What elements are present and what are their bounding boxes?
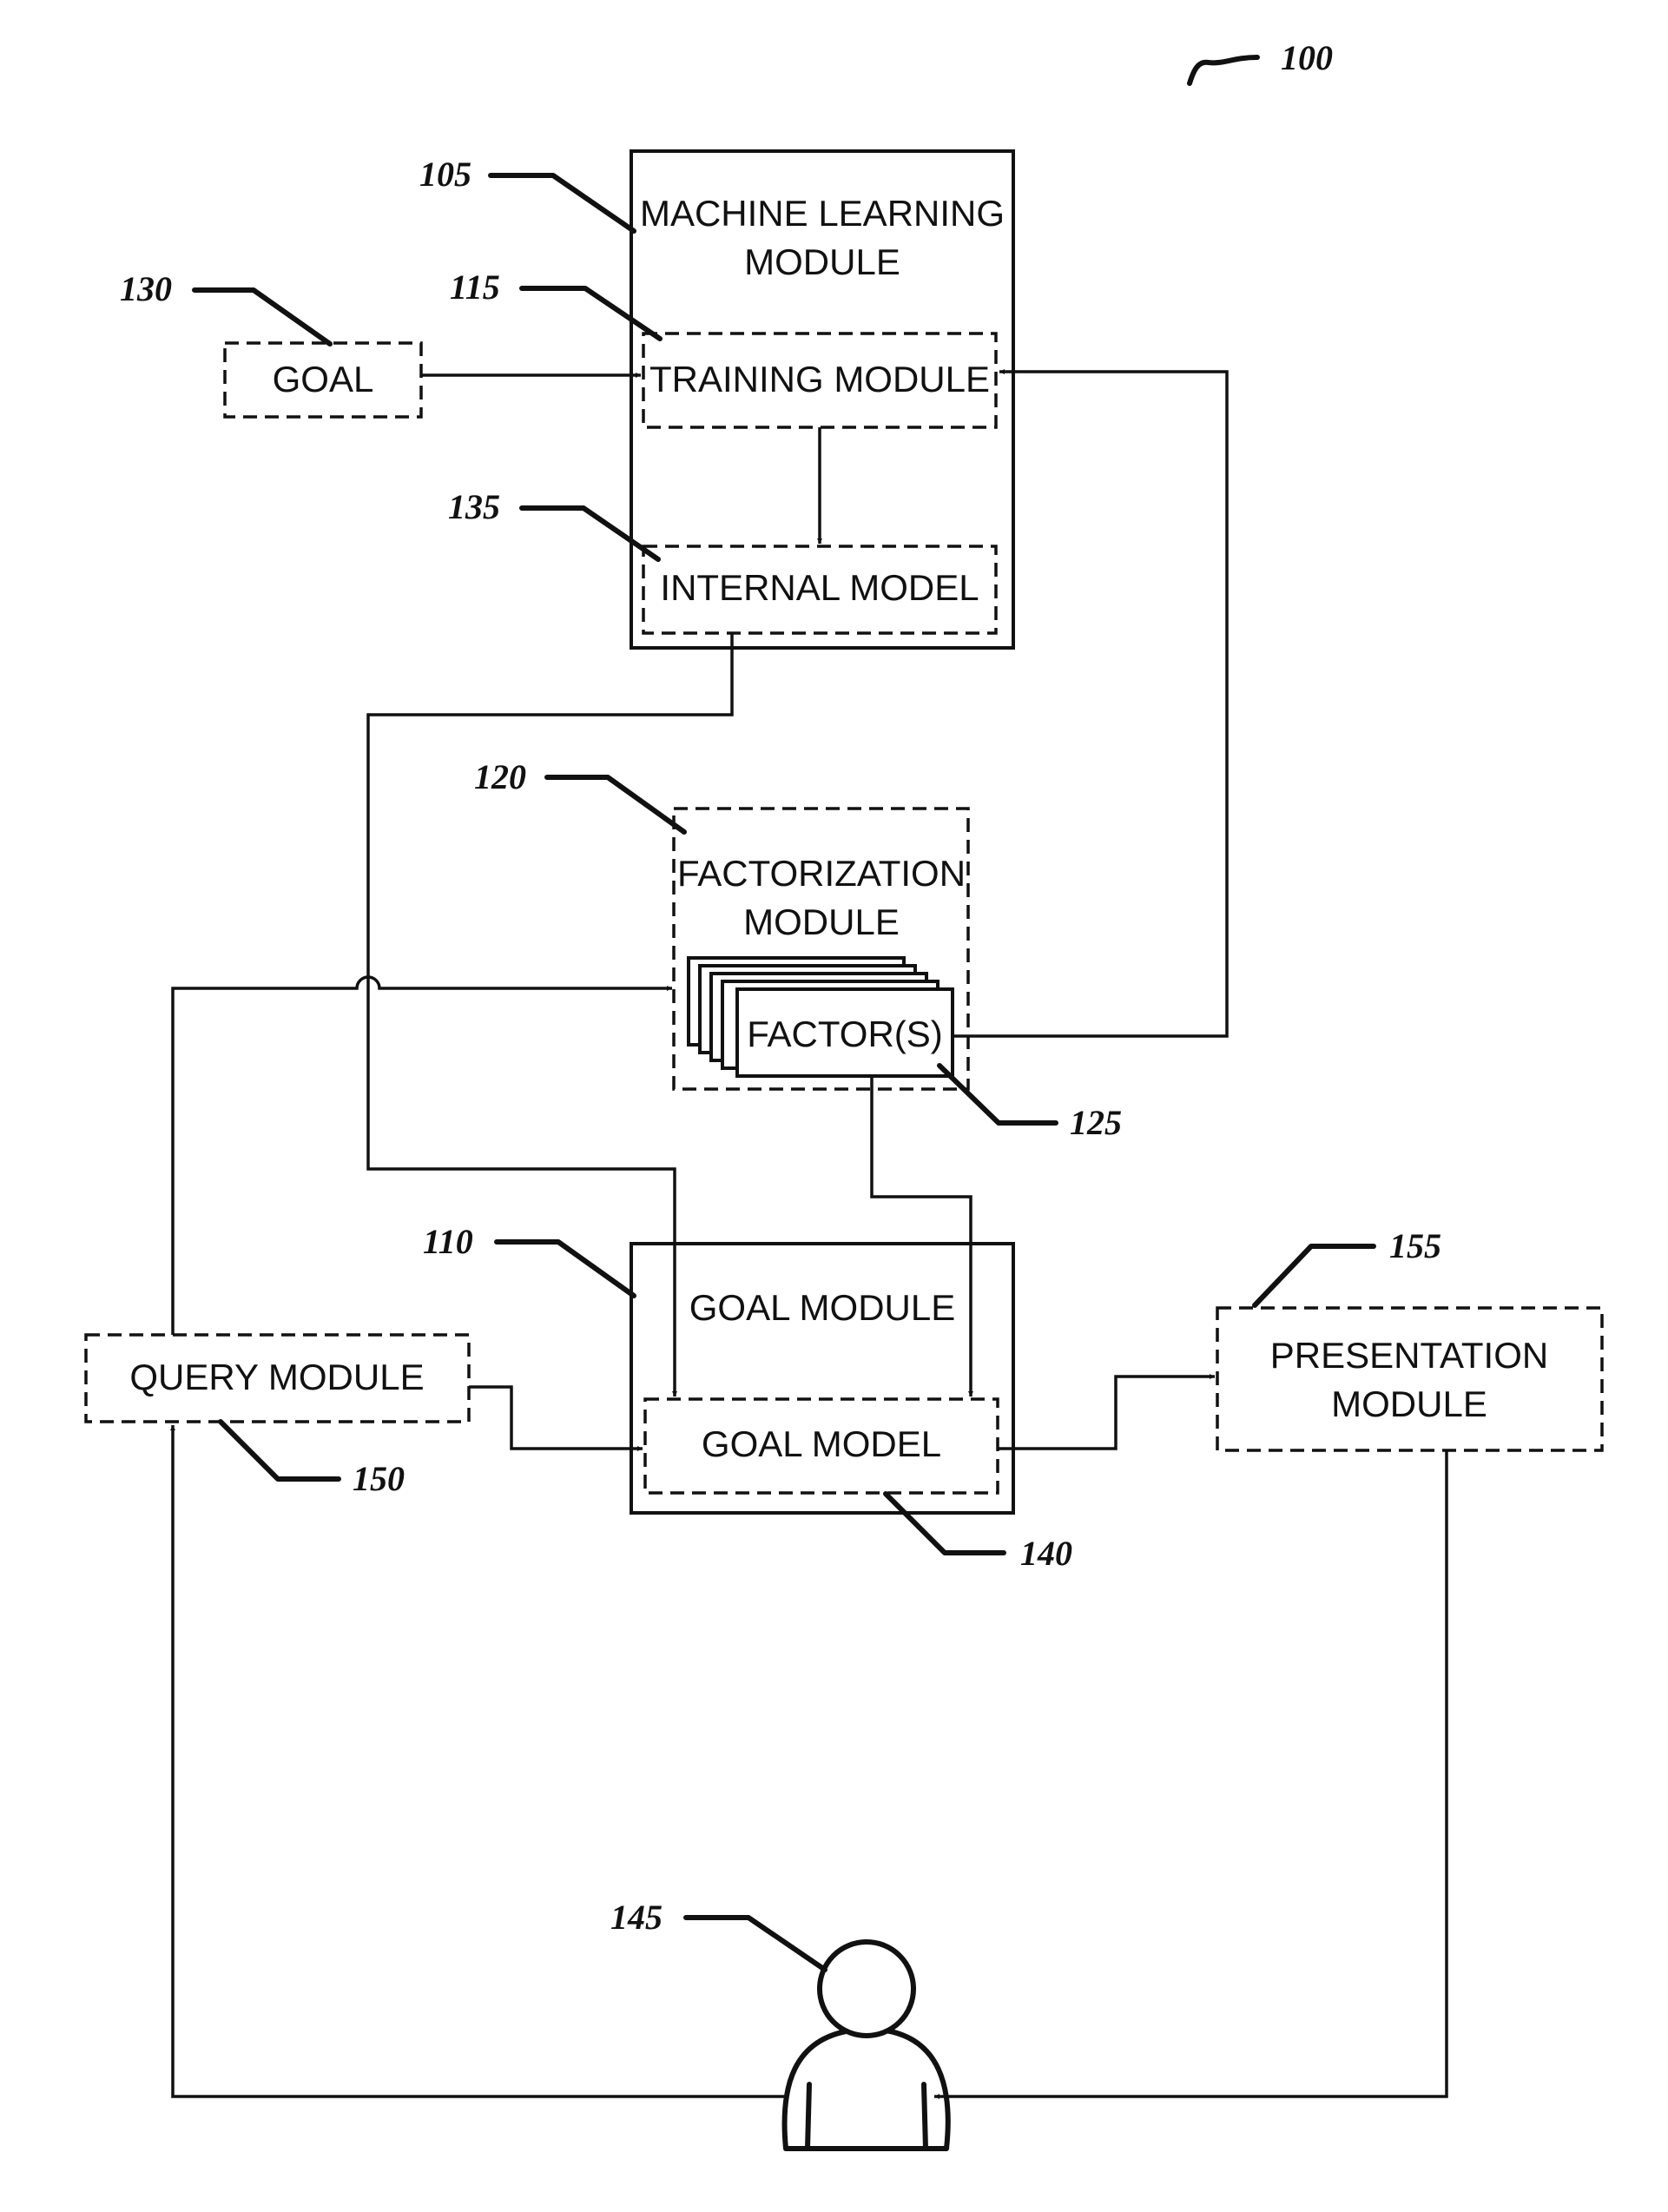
user-head — [820, 1942, 913, 2036]
ref-leader-105 — [491, 175, 634, 231]
internal-model-label: INTERNAL MODEL — [660, 567, 979, 608]
ref-label-150: 150 — [353, 1459, 405, 1498]
ref-label-145: 145 — [610, 1898, 663, 1937]
ref-leader-145 — [686, 1918, 825, 1970]
ref-label-155: 155 — [1389, 1226, 1441, 1265]
presentation-module-box — [1217, 1308, 1602, 1450]
ref-leader-120 — [547, 777, 684, 832]
arrow-presentation-to-user — [934, 1450, 1447, 2096]
user-arm-left — [808, 2084, 809, 2149]
figure-ref-100: 100 — [1190, 38, 1333, 83]
figure-ref-label: 100 — [1281, 38, 1333, 77]
goal-model-label: GOAL MODEL — [702, 1423, 941, 1464]
query-module-label: QUERY MODULE — [129, 1357, 424, 1397]
arrow-goal-model-to-presentation — [998, 1377, 1215, 1449]
goal-label: GOAL — [273, 359, 374, 399]
arrow-user-to-query — [173, 1425, 785, 2096]
ref-label-120: 120 — [474, 757, 526, 796]
factor-stack: FACTOR(S) — [689, 958, 953, 1076]
machine-learning-module-label-2: MODULE — [744, 241, 900, 282]
training-module-label: TRAINING MODULE — [649, 359, 990, 399]
user-arm-right — [924, 2084, 926, 2149]
arrow-query-to-factorization — [173, 977, 672, 1335]
ref-label-135: 135 — [448, 487, 500, 526]
ref-label-140: 140 — [1020, 1534, 1072, 1573]
ref-label-130: 130 — [120, 269, 172, 308]
ref-leader-155 — [1255, 1246, 1374, 1305]
user-icon — [785, 1942, 948, 2149]
ref-leader-130 — [194, 290, 330, 344]
arrow-query-to-goal-model — [469, 1387, 643, 1449]
ref-leader-110 — [497, 1242, 634, 1296]
factorization-module-label-2: MODULE — [743, 901, 900, 942]
factorization-module-label-1: FACTORIZATION — [677, 853, 966, 894]
ref-leader-150 — [221, 1422, 339, 1479]
presentation-module-label-2: MODULE — [1331, 1383, 1487, 1424]
ref-label-115: 115 — [450, 267, 500, 307]
ref-label-110: 110 — [423, 1222, 473, 1261]
ref-label-105: 105 — [419, 155, 471, 194]
factors-label: FACTOR(S) — [747, 1014, 943, 1054]
goal-module-label: GOAL MODULE — [689, 1287, 956, 1328]
figure-ref-squiggle — [1190, 57, 1257, 83]
ref-label-125: 125 — [1070, 1103, 1122, 1142]
machine-learning-module-label-1: MACHINE LEARNING — [640, 193, 1005, 234]
presentation-module-label-1: PRESENTATION — [1270, 1335, 1548, 1376]
